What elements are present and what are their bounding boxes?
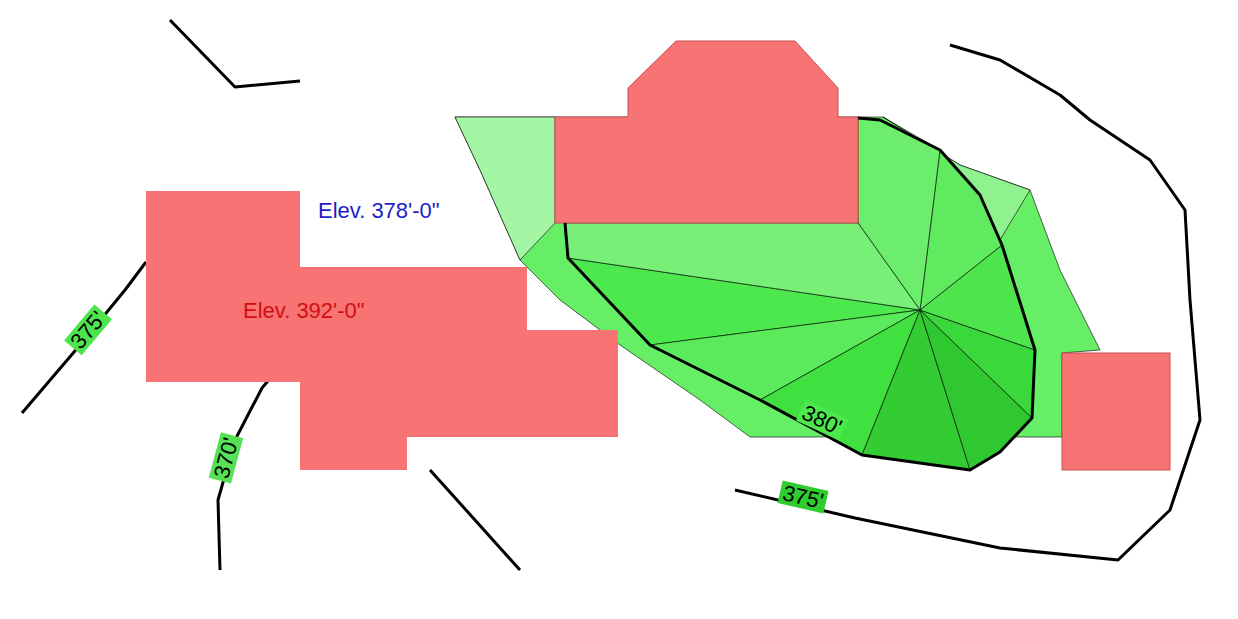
terrain-facet bbox=[407, 437, 750, 570]
building-pad-outline bbox=[146, 191, 618, 470]
building-pad bbox=[555, 41, 858, 223]
contour-label: 375' bbox=[778, 480, 829, 513]
hill-facet bbox=[565, 223, 920, 310]
contour-line bbox=[430, 470, 520, 570]
terrain-facet bbox=[858, 18, 1062, 117]
terrain-facet bbox=[1170, 50, 1225, 210]
fill-slope-facet bbox=[455, 117, 555, 260]
building-pad: Elev. 392'-0" bbox=[146, 191, 618, 470]
terrain-facet bbox=[350, 470, 520, 570]
terrain-facet bbox=[520, 437, 750, 570]
terrain-facet bbox=[146, 382, 300, 490]
contour-anchor: 375' bbox=[778, 480, 829, 513]
terrain-facet bbox=[1130, 40, 1225, 81]
terrain-facet bbox=[235, 35, 300, 87]
elevation-label: Elev. 392'-0" bbox=[243, 298, 365, 323]
terrain-facet bbox=[180, 470, 300, 570]
terrain-base bbox=[22, 18, 1225, 600]
terrain-facet bbox=[1100, 30, 1160, 75]
terrain-facet bbox=[1062, 470, 1185, 600]
building-pad-shape bbox=[146, 191, 618, 470]
contour-line bbox=[170, 20, 300, 87]
terrain-facet bbox=[285, 470, 350, 570]
contour-anchor: 370' bbox=[209, 432, 243, 483]
terrain-facet bbox=[155, 87, 300, 200]
terrain-facet bbox=[1000, 30, 1100, 81]
contour-line bbox=[735, 45, 1200, 560]
frame bbox=[8, 1, 1237, 607]
building-pad bbox=[1062, 353, 1170, 470]
contour-label: 370' bbox=[209, 432, 243, 483]
contour-line bbox=[565, 118, 1035, 470]
contour-line bbox=[22, 262, 146, 413]
contour-anchor: 375' bbox=[64, 305, 112, 356]
terrain-facet bbox=[22, 382, 180, 490]
terrain-facet bbox=[170, 20, 235, 110]
contour-label: 375' bbox=[64, 305, 112, 356]
terrain-facet bbox=[268, 35, 400, 81]
terrain-facet bbox=[735, 437, 862, 518]
elevation-label: Elev. 378'-0" bbox=[318, 198, 440, 223]
terrain-facet bbox=[400, 20, 555, 117]
